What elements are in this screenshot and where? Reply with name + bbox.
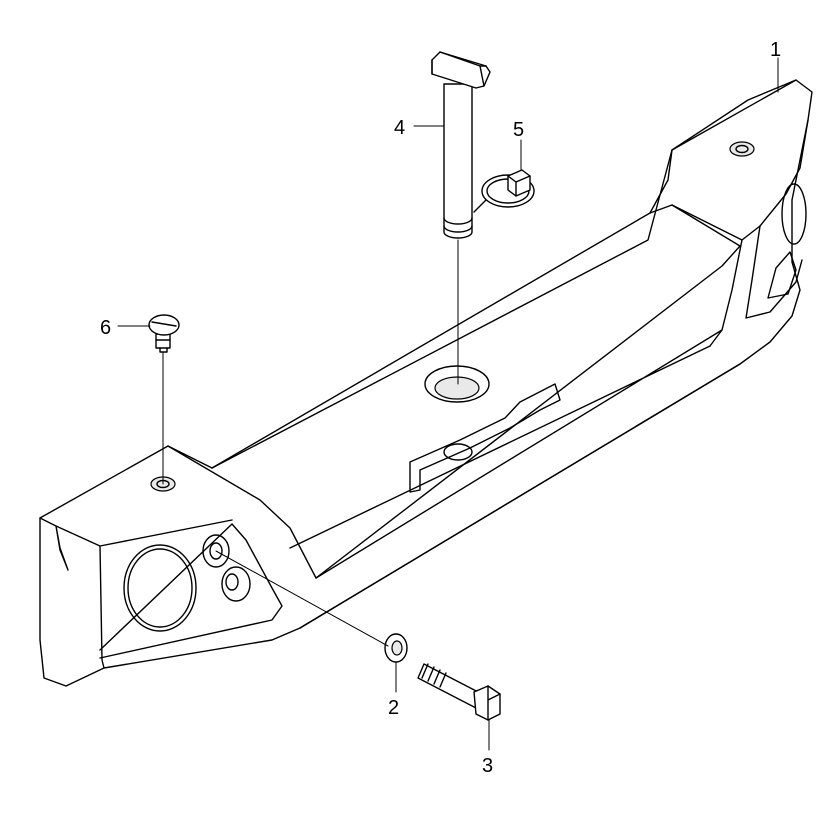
plug-part (148, 314, 180, 353)
bumper-right-face (709, 225, 803, 347)
callout-3: 3 (482, 755, 493, 777)
lock-ring-part (473, 169, 535, 213)
callout-labels: 1 2 3 4 5 6 (100, 39, 781, 777)
hitch-pin-grooves (443, 217, 473, 233)
callout-4: 4 (394, 117, 405, 139)
washer-assembly-line (215, 550, 389, 647)
callout-2: 2 (388, 697, 399, 719)
bolt-thread (421, 663, 447, 688)
bumper-slot (409, 383, 561, 493)
bumper-slot-hole (443, 443, 473, 461)
bumper-part (39, 79, 813, 687)
bumper-bolt-hole-lower-inner (225, 573, 239, 591)
bumper-bolt-hole-upper (202, 534, 230, 568)
plug-stem (155, 333, 171, 349)
plug-cap (148, 314, 180, 336)
bumper-right-hole (781, 183, 807, 245)
assembly-lines (117, 57, 779, 751)
lock-ring-clip-edge (507, 175, 531, 197)
bolt-part (417, 663, 501, 721)
washer-hole (391, 640, 403, 656)
bumper-light-lens-outer (123, 544, 197, 632)
washer-part (384, 633, 408, 663)
callout-5: 5 (513, 119, 524, 141)
plug-cap-slot (151, 321, 177, 327)
bumper-front-face (289, 329, 741, 629)
bumper-pin-socket-inner (434, 376, 480, 400)
bumper-right-pocket (767, 251, 797, 299)
hitch-pin-shaft (443, 83, 473, 239)
lock-ring-clip (507, 169, 531, 197)
lock-ring-loop-outer (481, 174, 535, 208)
lock-ring-wire (473, 199, 487, 213)
callout-1: 1 (770, 39, 781, 61)
bumper-bolt-hole-lower (221, 566, 251, 602)
bumper-light-lens-inner (127, 548, 193, 628)
bumper-bolt-hole-upper-inner (209, 542, 223, 560)
hitch-pin-part (431, 51, 491, 239)
bolt-shank (417, 663, 483, 709)
bolt-head-edge (487, 685, 501, 721)
bumper-left-pocket (99, 523, 283, 659)
bolt-head (473, 685, 501, 721)
bumper-right-top (649, 79, 809, 241)
hitch-pin-head-edge (431, 51, 487, 87)
bumper-right-mount-hole-inner (735, 144, 749, 154)
bumper-right-mount-hole (729, 141, 755, 157)
bumper-left-end (39, 517, 233, 669)
callout-6: 6 (100, 317, 111, 339)
